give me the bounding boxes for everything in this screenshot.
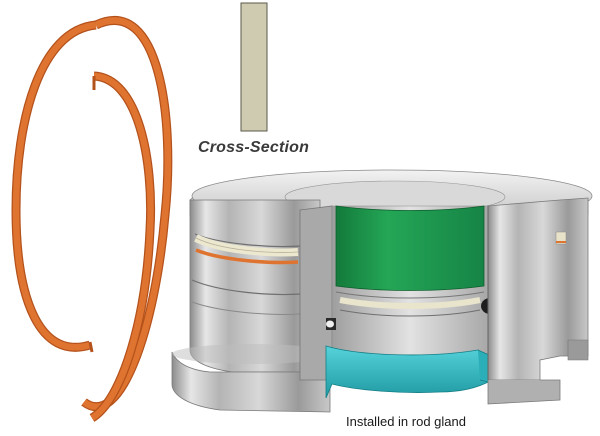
rod-seal-cyan: [325, 345, 493, 399]
cross-section-label: Cross-Section: [198, 139, 310, 156]
rod-gland-illustration: [171, 169, 593, 413]
cross-section-swatch: [240, 2, 268, 132]
split-ring-inner-coil: [88, 71, 156, 422]
installed-caption: Installed in rod gland: [346, 414, 466, 429]
